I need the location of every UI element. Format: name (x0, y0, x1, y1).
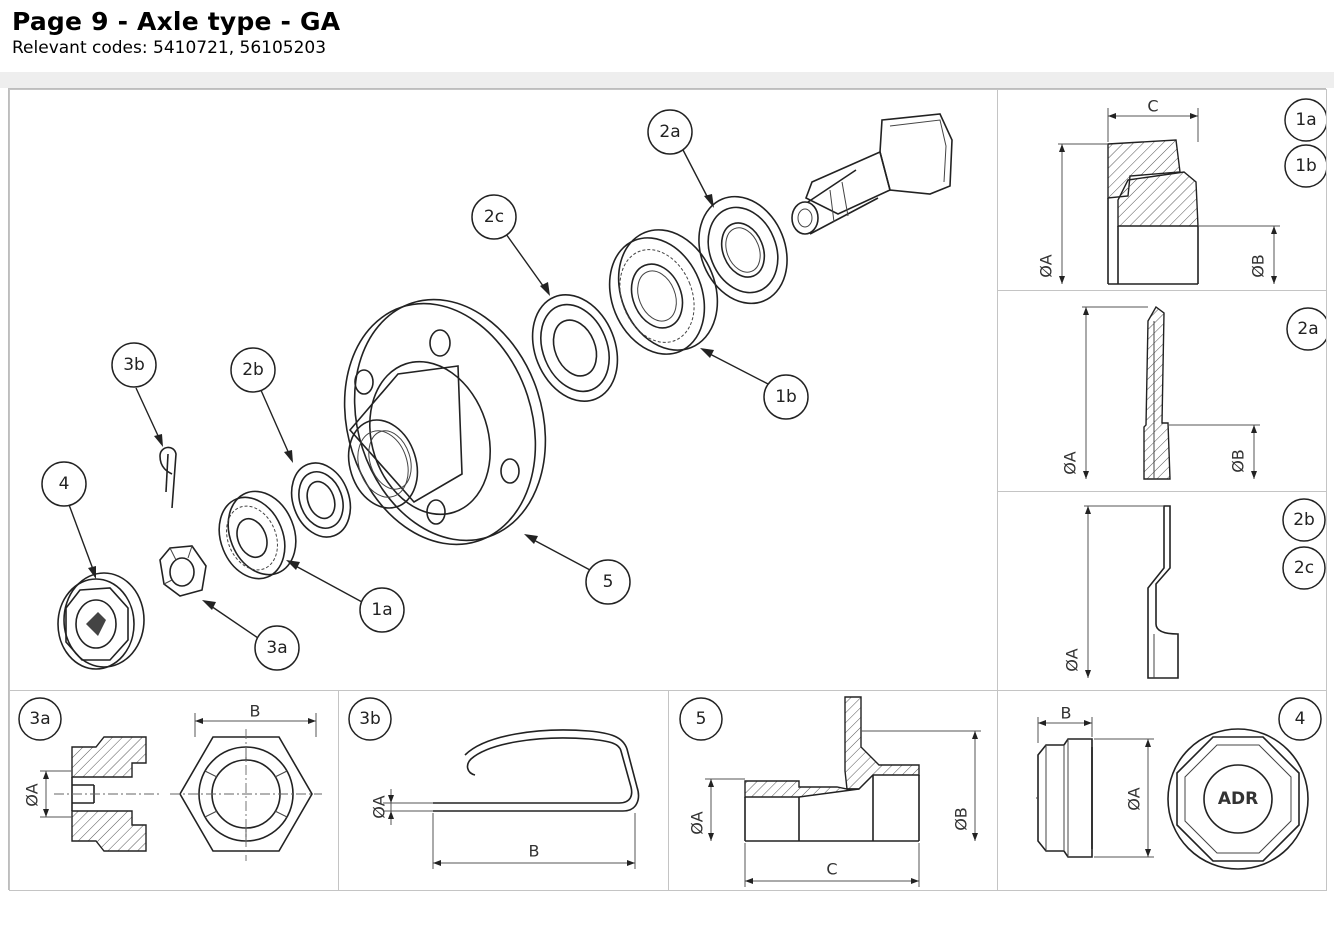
callout-2a-detail: 2a (1286, 307, 1326, 351)
dim-b: B (250, 702, 261, 721)
svg-text:1b: 1b (1295, 156, 1317, 176)
hub-cap-front: ADR (1167, 728, 1309, 870)
callout-5-detail: 5 (679, 697, 723, 741)
detail-3a-drawing: ØA B 3a (18, 697, 322, 861)
castle-nut-3a (159, 545, 207, 597)
svg-text:2c: 2c (1294, 558, 1314, 578)
callout-1a-detail: 1a (1284, 98, 1326, 142)
detail-5-panel: ØA ØB C 5 (668, 690, 999, 891)
page-header: Page 9 - Axle type - GA Relevant codes: … (12, 6, 340, 58)
dim-b: B (529, 842, 540, 861)
bearing-1b (608, 229, 719, 355)
dim-b: B (1061, 704, 1072, 723)
dim-a: ØA (1063, 648, 1082, 672)
svg-text:4: 4 (1295, 709, 1306, 729)
dim-a: ØA (1037, 254, 1056, 278)
detail-2bc-panel: ØA 2b 2c (997, 491, 1327, 691)
callout-2b: 2b (230, 347, 276, 393)
detail-4-drawing: B ØA ADR 4 (1034, 697, 1322, 870)
dim-c: C (826, 860, 837, 879)
callout-4-detail: 4 (1278, 697, 1322, 741)
relevant-codes: Relevant codes: 5410721, 56105203 (12, 38, 327, 58)
svg-text:2a: 2a (1297, 319, 1318, 339)
svg-text:1a: 1a (1295, 110, 1316, 130)
dim-a: ØA (688, 811, 707, 835)
callout-1b: 1b (763, 374, 809, 420)
callout-5: 5 (585, 559, 631, 605)
callout-3a-detail: 3a (18, 697, 62, 741)
svg-text:5: 5 (696, 709, 707, 729)
detail-2bc-drawing: ØA 2b 2c (1063, 498, 1326, 679)
svg-text:2b: 2b (242, 360, 264, 380)
bearing-1a (218, 490, 297, 580)
svg-text:3b: 3b (359, 709, 381, 729)
hub-5 (343, 298, 547, 546)
svg-text:1b: 1b (775, 387, 797, 407)
svg-text:3a: 3a (266, 638, 287, 658)
svg-text:3b: 3b (123, 355, 145, 375)
detail-1ab-panel: C ØA ØB 1a 1b (997, 89, 1327, 291)
detail-3b-panel: ØA B 3b (338, 690, 669, 891)
svg-text:1a: 1a (371, 600, 392, 620)
dim-a: ØA (1061, 451, 1080, 475)
callout-1a: 1a (359, 587, 405, 633)
svg-text:2c: 2c (484, 207, 504, 227)
callout-4: 4 (41, 461, 87, 507)
adr-emblem: ADR (1218, 789, 1258, 809)
dim-a: ØA (370, 795, 389, 819)
svg-text:2b: 2b (1293, 510, 1315, 530)
dim-b: ØB (1229, 449, 1248, 473)
detail-5-drawing: ØA ØB C 5 (679, 696, 981, 887)
seal-2b (290, 462, 352, 538)
exploded-view-drawing: 2a 2c 3b 2b 4 1b 5 1a 3a (41, 109, 953, 671)
dim-a: ØA (23, 783, 42, 807)
separator-band (0, 72, 1334, 88)
detail-3a-panel: ØA B 3a (9, 690, 339, 891)
split-pin-3b (159, 446, 177, 509)
hub-cap-4 (57, 572, 145, 670)
callout-3a: 3a (254, 625, 300, 671)
detail-4-panel: B ØA ADR 4 (997, 690, 1327, 891)
dim-a: ØA (1125, 787, 1144, 811)
callout-2a: 2a (647, 109, 693, 155)
dim-b: ØB (952, 807, 971, 831)
detail-1ab-drawing: C ØA ØB 1a 1b (1037, 97, 1326, 285)
axle-stub (791, 113, 953, 235)
detail-2a-drawing: ØA ØB 2a (1061, 305, 1326, 480)
callout-2c: 2c (471, 194, 517, 240)
svg-text:4: 4 (59, 474, 70, 494)
exploded-view-panel: 2a 2c 3b 2b 4 1b 5 1a 3a (9, 89, 998, 691)
detail-2a-panel: ØA ØB 2a (997, 290, 1327, 492)
diagram-frame: 2a 2c 3b 2b 4 1b 5 1a 3a C ØA (8, 88, 1327, 891)
callout-1b-detail: 1b (1284, 144, 1326, 188)
dim-c: C (1147, 97, 1158, 116)
dim-b: ØB (1249, 254, 1268, 278)
seal-2c (531, 294, 619, 402)
page-title: Page 9 - Axle type - GA (12, 7, 341, 36)
seal-2a (698, 195, 788, 305)
svg-text:5: 5 (603, 572, 614, 592)
detail-3b-drawing: ØA B 3b (348, 697, 640, 869)
callout-leaders (67, 147, 773, 639)
callout-3b-detail: 3b (348, 697, 392, 741)
svg-text:3a: 3a (29, 709, 50, 729)
callout-2b-detail: 2b (1282, 498, 1326, 542)
callout-2c-detail: 2c (1282, 546, 1326, 590)
callout-3b: 3b (111, 342, 157, 388)
svg-text:2a: 2a (659, 122, 680, 142)
castle-nut-front (170, 729, 322, 861)
